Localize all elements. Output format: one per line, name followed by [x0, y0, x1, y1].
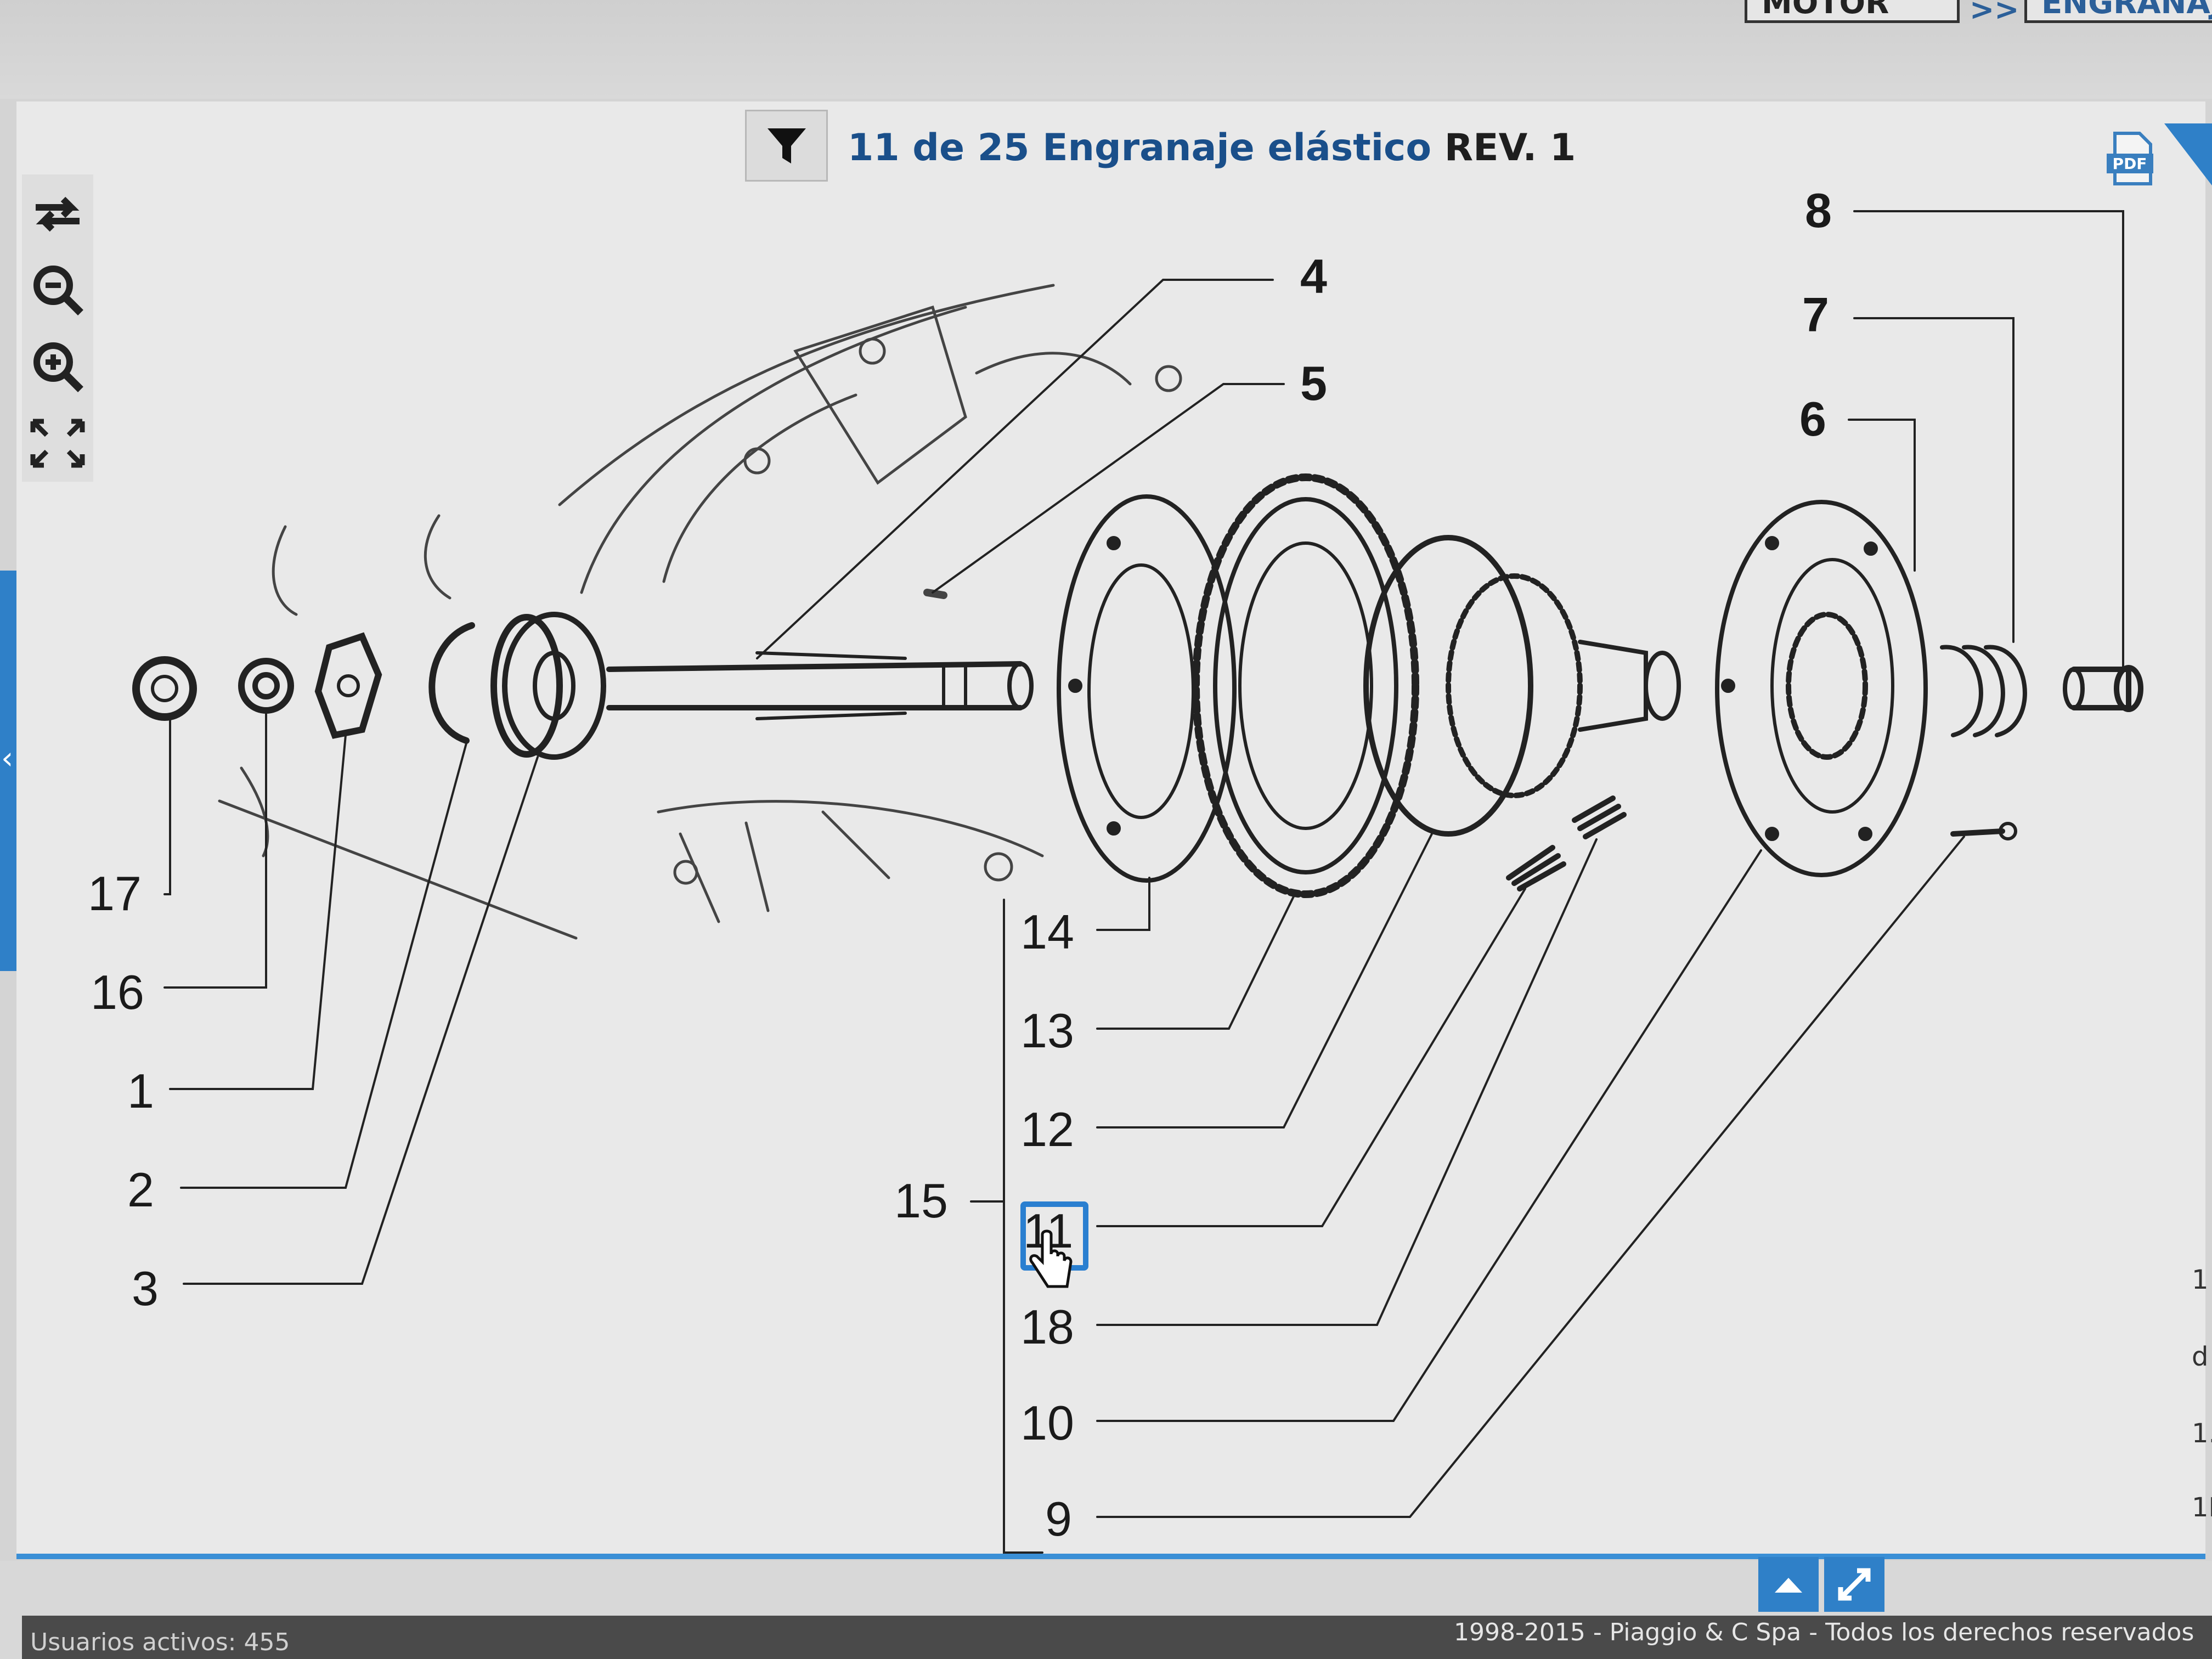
callout-5[interactable]: 5 — [1300, 356, 1327, 410]
expand-icon — [1838, 1568, 1871, 1601]
viewer-bottom-border — [16, 1554, 2205, 1559]
chevron-left-icon: ‹ — [1, 741, 14, 776]
section-title: Engranaje elástico — [1042, 126, 1432, 170]
edge-fragment: 1. — [2192, 1418, 2212, 1449]
viewer-toolbar — [22, 174, 93, 482]
callout-1[interactable]: 1 — [127, 1064, 154, 1118]
hand-cursor-icon — [1029, 1229, 1073, 1288]
callout-2[interactable]: 2 — [127, 1163, 154, 1217]
callout-7[interactable]: 7 — [1802, 287, 1829, 342]
pdf-label: PDF — [2113, 155, 2147, 173]
fullscreen-icon — [30, 419, 85, 468]
part-gear-13 — [1192, 473, 1419, 898]
rotate-icon — [36, 196, 80, 232]
breadcrumb-separator: >> — [1970, 0, 2019, 27]
callout-15[interactable]: 15 — [894, 1173, 948, 1228]
callout-12[interactable]: 12 — [1020, 1102, 1074, 1156]
zoom-out-icon — [33, 266, 83, 315]
part-plate-10 — [1715, 500, 1928, 877]
callout-14[interactable]: 14 — [1020, 905, 1074, 959]
part-bearing-3 — [490, 612, 606, 760]
part-shaft — [606, 651, 1034, 720]
background-page-header: MOTOR >> ENGRANAJ — [0, 0, 2212, 99]
callout-4[interactable]: 4 — [1300, 249, 1327, 303]
edge-fragment: d — [2192, 1341, 2209, 1372]
callout-10[interactable]: 10 — [1020, 1396, 1074, 1450]
pdf-button[interactable]: PDF — [2104, 129, 2159, 189]
zoom-in-button[interactable] — [27, 334, 88, 399]
part-hub-12 — [1363, 535, 1681, 837]
page-title: 11 de 25 Engranaje elástico REV. 1 — [848, 118, 1576, 178]
footer — [22, 1616, 2212, 1659]
part-gasket-14 — [1057, 494, 1237, 883]
part-spring-7 — [1940, 645, 2027, 737]
breadcrumb-section[interactable]: ENGRANAJ — [2024, 0, 2212, 23]
expand-button[interactable] — [1824, 1557, 1884, 1612]
active-users: Usuarios activos: 455 — [30, 1628, 290, 1656]
callout-18[interactable]: 18 — [1020, 1300, 1074, 1354]
callout-9[interactable]: 9 — [1045, 1492, 1072, 1546]
corner-marker — [2164, 123, 2212, 195]
filter-icon — [767, 128, 806, 163]
zoom-out-button[interactable] — [27, 257, 88, 323]
part-cap-8 — [2063, 665, 2143, 712]
page-position: 11 de 25 — [848, 126, 1030, 170]
fit-screen-button[interactable] — [27, 410, 88, 476]
rotate-button[interactable] — [27, 180, 88, 246]
callout-3[interactable]: 3 — [132, 1261, 159, 1316]
part-spring-18 — [1572, 795, 1627, 839]
scroll-up-button[interactable] — [1758, 1557, 1819, 1612]
callout-13[interactable]: 13 — [1020, 1003, 1074, 1058]
revision-label: REV. 1 — [1444, 126, 1576, 170]
part-washer-16 — [238, 658, 294, 714]
filter-button[interactable] — [745, 110, 828, 182]
copyright: 1998-2015 - Piaggio & C Spa - Todos los … — [1454, 1618, 2194, 1646]
zoom-in-icon — [33, 342, 83, 392]
arrow-up-icon — [1775, 1578, 1802, 1593]
callout-6[interactable]: 6 — [1799, 392, 1826, 446]
part-nut-17 — [132, 656, 197, 721]
callout-8[interactable]: 8 — [1805, 183, 1832, 238]
pdf-icon: PDF — [2107, 132, 2153, 185]
callout-16[interactable]: 16 — [91, 965, 144, 1019]
part-spring-11 — [1506, 845, 1566, 891]
part-lock-washer-1 — [314, 632, 382, 739]
breadcrumb-motor[interactable]: MOTOR — [1745, 0, 1960, 23]
edge-fragment: 1 — [2192, 1265, 2209, 1295]
edge-fragment: 1E — [2192, 1492, 2212, 1523]
part-circlip-2 — [428, 622, 475, 744]
housing-sketch — [218, 284, 1182, 940]
leader-lines — [163, 210, 2124, 1554]
callout-17[interactable]: 17 — [88, 866, 142, 921]
part-pin-9 — [1950, 822, 2017, 840]
